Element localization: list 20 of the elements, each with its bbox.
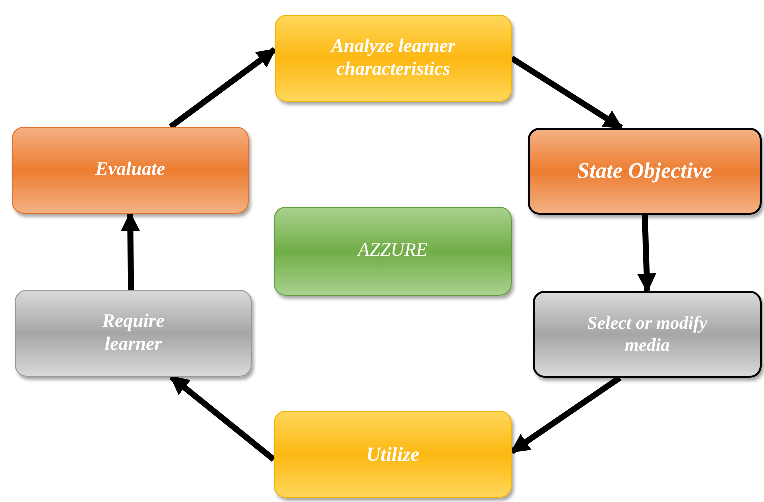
step-label: AZZURE — [356, 240, 429, 263]
arrow — [510, 376, 622, 454]
process-box — [12, 127, 249, 214]
arrow — [170, 374, 276, 462]
arrow — [637, 214, 657, 293]
process-box — [274, 411, 512, 498]
step-label: Analyze learner characteristics — [330, 36, 457, 82]
process-box — [528, 128, 762, 215]
center-box — [274, 207, 512, 296]
process-box — [533, 291, 762, 378]
step-label: State Objective — [576, 158, 714, 185]
step-label: Select or modify media — [586, 312, 708, 356]
arrow — [121, 212, 140, 290]
arrow — [169, 47, 277, 130]
step-label: Evaluate — [94, 159, 166, 182]
step-label: Require learner — [101, 310, 166, 356]
process-box — [275, 15, 512, 102]
step-label: Utilize — [365, 442, 421, 466]
process-box — [15, 290, 252, 377]
arrow — [510, 56, 624, 131]
